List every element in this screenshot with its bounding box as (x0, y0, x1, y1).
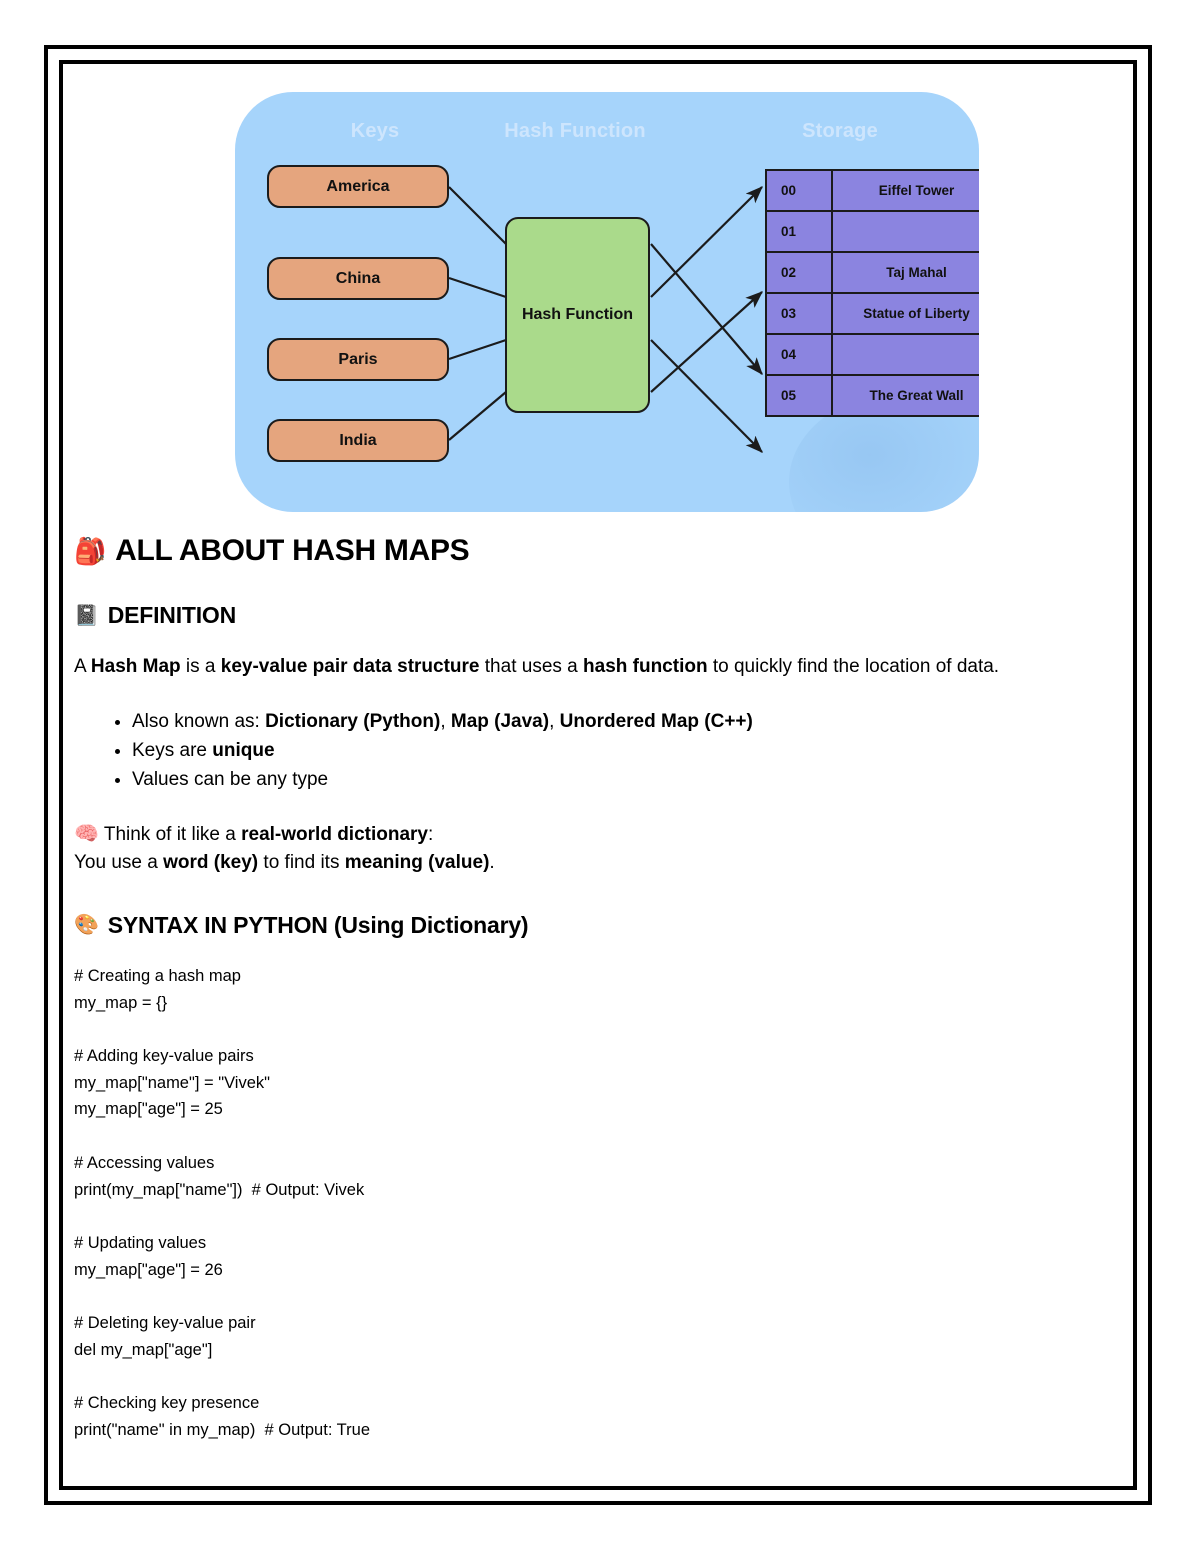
diagram-column-label-storage: Storage (802, 120, 878, 142)
diagram-key-box: Paris (267, 338, 449, 381)
analogy-block: 🧠 Think of it like a real-world dictiona… (74, 821, 1118, 878)
backpack-icon: 🎒 (74, 536, 107, 566)
document-body: 🎒 ALL ABOUT HASH MAPS 📓 DEFINITION A Has… (74, 534, 1118, 1444)
analogy-line-1: 🧠 Think of it like a real-world dictiona… (74, 821, 1118, 850)
storage-index: 04 (765, 333, 833, 376)
storage-index: 05 (765, 374, 833, 417)
palette-icon: 🎨 (74, 914, 99, 937)
storage-index: 02 (765, 251, 833, 294)
storage-value (831, 333, 979, 376)
table-row: 01 (765, 210, 979, 253)
table-row: 02 Taj Mahal (765, 251, 979, 294)
table-row: 00 Eiffel Tower (765, 169, 979, 212)
page-title: 🎒 ALL ABOUT HASH MAPS (74, 534, 1118, 568)
page-frame-inner: Keys Hash Function Storage America China… (59, 60, 1137, 1490)
diagram-storage-table: 00 Eiffel Tower 01 02 Taj Mahal 03 Statu… (765, 169, 979, 417)
storage-value: Taj Mahal (831, 251, 979, 294)
table-row: 03 Statue of Liberty (765, 292, 979, 335)
python-code-block: # Creating a hash map my_map = {} # Addi… (74, 966, 371, 1440)
storage-index: 00 (765, 169, 833, 212)
diagram-hash-function-box: Hash Function (505, 217, 650, 413)
definition-feature-list: Also known as: Dictionary (Python), Map … (74, 707, 1118, 795)
storage-index: 01 (765, 210, 833, 253)
list-item: Keys are unique (132, 736, 1118, 765)
diagram-column-label-hash-function: Hash Function (504, 120, 646, 142)
table-row: 04 (765, 333, 979, 376)
storage-value: Eiffel Tower (831, 169, 979, 212)
diagram-key-box: India (267, 419, 449, 462)
storage-value (831, 210, 979, 253)
storage-value: The Great Wall (831, 374, 979, 417)
storage-value: Statue of Liberty (831, 292, 979, 335)
storage-index: 03 (765, 292, 833, 335)
list-item: Also known as: Dictionary (Python), Map … (132, 707, 1118, 736)
section-heading-definition: 📓 DEFINITION (74, 602, 1118, 629)
definition-paragraph: A Hash Map is a key-value pair data stru… (74, 656, 1000, 677)
brain-icon: 🧠 (74, 822, 99, 845)
page-title-text: ALL ABOUT HASH MAPS (115, 534, 470, 567)
analogy-line-2: You use a word (key) to find its meaning… (74, 852, 495, 874)
list-item: Values can be any type (132, 765, 1118, 794)
diagram-column-label-keys: Keys (350, 120, 400, 142)
analogy-line-1-text: Think of it like a real-world dictionary… (98, 823, 434, 845)
hash-map-diagram: Keys Hash Function Storage America China… (235, 92, 979, 512)
diagram-key-box: America (267, 165, 449, 208)
notebook-icon: 📓 (74, 604, 99, 627)
section-heading-syntax: 🎨 SYNTAX IN PYTHON (Using Dictionary) (74, 912, 1118, 939)
table-row: 05 The Great Wall (765, 374, 979, 417)
page-frame-outer: Keys Hash Function Storage America China… (44, 45, 1152, 1505)
section-heading-syntax-text: SYNTAX IN PYTHON (Using Dictionary) (107, 911, 529, 938)
section-heading-definition-text: DEFINITION (107, 602, 237, 628)
diagram-key-box: China (267, 257, 449, 300)
